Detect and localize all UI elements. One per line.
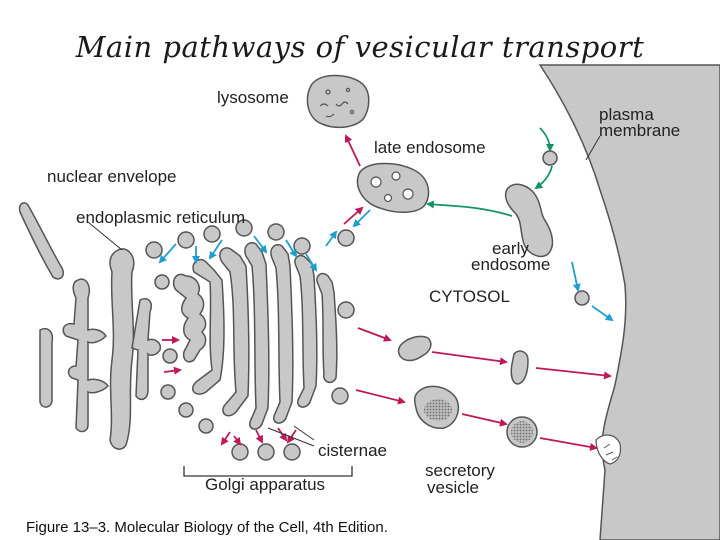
label-late-endosome: late endosome <box>374 138 486 157</box>
endocytic-arrows <box>426 127 554 217</box>
label-early-endosome-2: endosome <box>471 255 551 274</box>
label-early-endosome-1: early <box>492 239 529 258</box>
early-endosome <box>504 183 554 258</box>
label-cytosol: CYTOSOL <box>429 287 510 306</box>
figure-caption: Figure 13–3. Molecular Biology of the Ce… <box>26 519 388 536</box>
retrieval-arrows <box>158 209 614 322</box>
transport-vesicles <box>145 150 590 461</box>
label-plasma-membrane-2: membrane <box>599 121 681 140</box>
secretory-vesicle <box>397 335 432 362</box>
label-lysosome: lysosome <box>217 88 289 107</box>
label-cisternae: cisternae <box>318 441 387 460</box>
label-nuclear-envelope: nuclear envelope <box>47 167 177 186</box>
secretory-arrows <box>162 134 612 451</box>
secretory-vesicle <box>510 350 529 385</box>
endoplasmic-reticulum <box>39 248 162 450</box>
diagram-title: Main pathways of vesicular transport <box>75 30 645 64</box>
plasma-membrane-pit <box>595 434 622 465</box>
late-endosome <box>356 162 430 213</box>
golgi-cisternae <box>172 242 338 430</box>
lysosome <box>306 74 370 129</box>
golgi-bracket <box>183 466 353 477</box>
label-secretory-vesicle-1: secretory <box>425 461 495 480</box>
label-endoplasmic-reticulum: endoplasmic reticulum <box>76 208 246 227</box>
lysosome-contents <box>319 87 355 118</box>
plasma-membrane <box>538 64 720 540</box>
label-secretory-vesicle-2: vesicle <box>427 478 479 497</box>
nuclear-envelope <box>18 202 65 280</box>
label-plasma-membrane-1: plasma <box>599 105 654 124</box>
label-golgi-apparatus: Golgi apparatus <box>205 475 326 494</box>
